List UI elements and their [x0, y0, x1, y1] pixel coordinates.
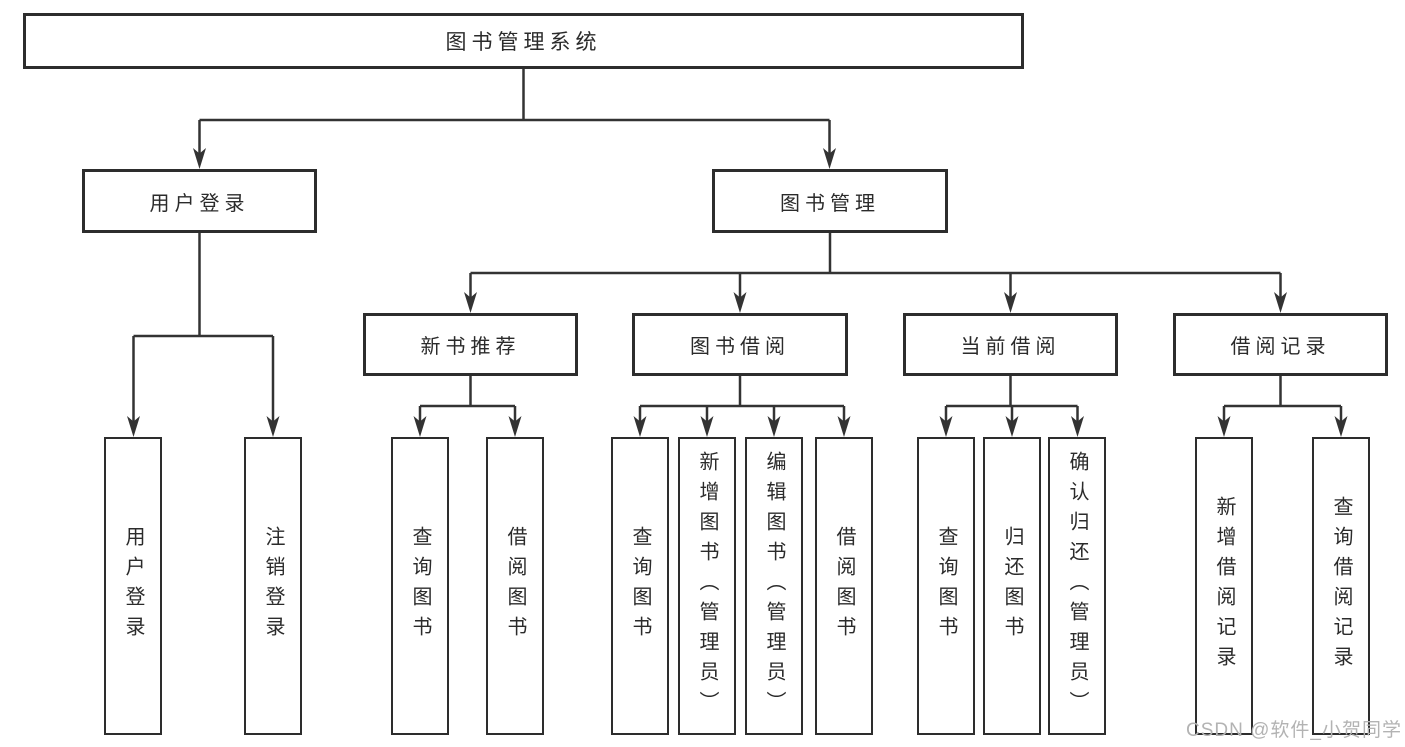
node-current-borrow-label: 当前借阅: [960, 336, 1061, 358]
arrowhead-icon: [939, 416, 953, 437]
arrowhead-icon: [1274, 292, 1287, 313]
arrowhead-icon: [1217, 416, 1231, 437]
arrowhead-icon: [1004, 292, 1017, 313]
leaf-query-books-2: 查询图书: [611, 437, 669, 735]
node-user-login: 用户登录: [82, 169, 317, 233]
leaf-add-borrow-record: 新增借阅记录: [1195, 437, 1253, 735]
node-book-borrow-label: 图书借阅: [690, 336, 790, 358]
connector-user-login-children: [127, 233, 280, 437]
leaf-query-books-1-label: 查询图书: [409, 526, 431, 646]
arrowhead-icon: [266, 416, 280, 437]
node-root-label: 图书管理系统: [445, 31, 602, 54]
arrowhead-icon: [508, 416, 522, 437]
leaf-add-book-admin-label: 新增图书（管理员）: [696, 451, 718, 721]
arrowhead-icon: [193, 148, 206, 169]
node-book-management: 图书管理: [712, 169, 948, 233]
arrowhead-icon: [837, 416, 851, 437]
arrowhead-icon: [823, 148, 836, 169]
arrowhead-icon: [1071, 416, 1084, 437]
node-borrow-records: 借阅记录: [1173, 313, 1388, 376]
leaf-borrow-books-2-label: 借阅图书: [833, 526, 855, 646]
leaf-return-book: 归还图书: [983, 437, 1041, 735]
connector-book-mgmt-children: [464, 233, 1287, 313]
leaf-edit-book-admin-label: 编辑图书（管理员）: [763, 451, 785, 721]
node-book-borrow: 图书借阅: [632, 313, 848, 376]
leaf-query-books-1: 查询图书: [391, 437, 449, 735]
arrowhead-icon: [767, 416, 781, 437]
leaf-borrow-books-1: 借阅图书: [486, 437, 544, 735]
arrowhead-icon: [127, 416, 140, 437]
connector-current-borrow-children: [939, 376, 1084, 437]
connector-book-borrow-children: [633, 376, 851, 437]
leaf-return-book-label: 归还图书: [1001, 526, 1023, 646]
leaf-logout-label: 注销登录: [262, 526, 284, 646]
leaf-confirm-return-admin-label: 确认归还（管理员）: [1066, 451, 1088, 721]
leaf-user-login-label: 用户登录: [122, 526, 144, 646]
leaf-query-borrow-record-label: 查询借阅记录: [1330, 496, 1352, 676]
arrowhead-icon: [633, 416, 647, 437]
csdn-watermark: CSDN @软件_小贺同学: [1186, 720, 1402, 741]
leaf-borrow-books-2: 借阅图书: [815, 437, 873, 735]
arrowhead-icon: [700, 416, 714, 437]
leaf-add-book-admin: 新增图书（管理员）: [678, 437, 736, 735]
arrowhead-icon: [1005, 416, 1019, 437]
node-current-borrow: 当前借阅: [903, 313, 1118, 376]
node-new-book-recommend: 新书推荐: [363, 313, 578, 376]
arrowhead-icon: [1334, 416, 1348, 437]
leaf-borrow-books-1-label: 借阅图书: [504, 526, 526, 646]
connector-borrow-records-children: [1217, 376, 1348, 437]
leaf-add-borrow-record-label: 新增借阅记录: [1213, 496, 1235, 676]
node-root-system: 图书管理系统: [23, 13, 1024, 69]
node-new-book-recommend-label: 新书推荐: [420, 336, 521, 358]
leaf-confirm-return-admin: 确认归还（管理员）: [1048, 437, 1106, 735]
node-book-management-label: 图书管理: [780, 192, 880, 215]
node-user-login-label: 用户登录: [149, 192, 250, 215]
node-borrow-records-label: 借阅记录: [1230, 336, 1331, 358]
arrowhead-icon: [733, 292, 747, 313]
arrowhead-icon: [413, 416, 427, 437]
leaf-user-login: 用户登录: [104, 437, 162, 735]
leaf-query-books-3-label: 查询图书: [935, 526, 957, 646]
leaf-query-books-3: 查询图书: [917, 437, 975, 735]
leaf-edit-book-admin: 编辑图书（管理员）: [745, 437, 803, 735]
connector-new-book-children: [413, 376, 522, 437]
leaf-logout: 注销登录: [244, 437, 302, 735]
leaf-query-books-2-label: 查询图书: [629, 526, 651, 646]
connector-root-to-level2: [193, 69, 836, 169]
leaf-query-borrow-record: 查询借阅记录: [1312, 437, 1370, 735]
arrowhead-icon: [464, 292, 477, 313]
